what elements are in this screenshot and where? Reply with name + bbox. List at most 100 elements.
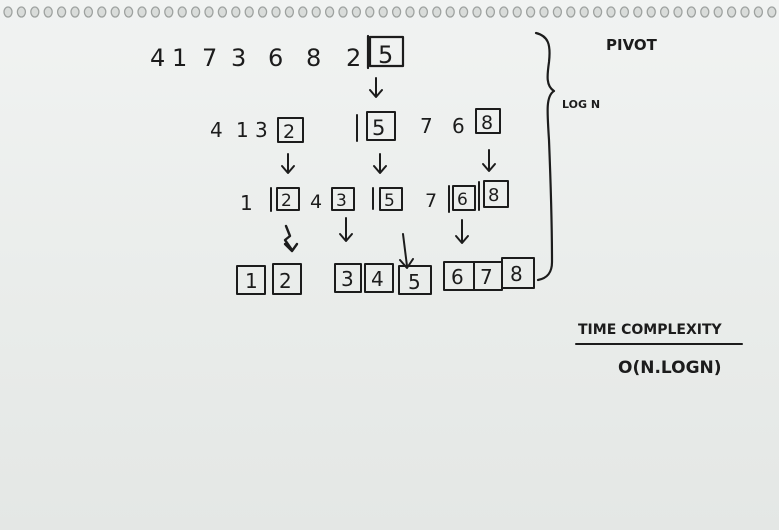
spiral-ring <box>257 6 268 18</box>
spiral-ring <box>217 6 228 18</box>
array-row-2-left: 4 1 3 2 <box>210 117 304 143</box>
arrow-down-icon <box>399 233 414 269</box>
r4-box-2 <box>272 263 302 295</box>
spiral-ring <box>405 6 415 18</box>
r4-box-5 <box>398 265 432 295</box>
r2-pivot-box-left <box>277 117 304 143</box>
r1-digit-1: 4 <box>150 44 165 72</box>
spiral-ring <box>284 6 295 18</box>
r3-digit-2: 2 <box>281 191 292 211</box>
array-row-4: 1 2 3 4 5 6 7 8 <box>236 257 535 295</box>
spiral-ring <box>3 6 13 18</box>
r1-digit-6: 8 <box>306 44 321 72</box>
spiral-ring <box>740 6 750 18</box>
r3-digit-1: 1 <box>240 191 253 215</box>
spiral-ring <box>659 6 670 18</box>
r1-digit-4: 3 <box>231 44 246 72</box>
r3-digit-8: 8 <box>488 185 499 206</box>
r2-box-5 <box>366 111 396 141</box>
spiral-ring <box>365 6 375 18</box>
spiral-ring <box>700 6 710 18</box>
spiral-ring <box>83 6 94 18</box>
spiral-ring <box>512 6 522 18</box>
r4-digit-3: 3 <box>341 267 354 291</box>
spiral-ring <box>110 6 120 18</box>
spiral-ring <box>271 6 281 18</box>
r1-digit-7: 2 <box>346 44 361 72</box>
r1-digit-8: 5 <box>378 41 393 69</box>
spiral-ring <box>338 6 348 18</box>
r4-digit-6: 6 <box>451 265 464 289</box>
array-row-3: 1 2 4 3 5 7 6 8 <box>240 180 509 215</box>
spiral-ring <box>525 6 536 18</box>
spiral-ring <box>137 6 147 18</box>
spiral-ring <box>606 6 616 18</box>
r1-digit-3: 7 <box>202 44 217 72</box>
spiral-ring <box>646 6 656 18</box>
r4-digit-8: 8 <box>510 262 523 286</box>
spiral-ring <box>472 6 482 18</box>
spiral-ring <box>43 6 53 18</box>
spiral-ring <box>686 6 697 18</box>
spiral-ring <box>726 6 737 18</box>
r4-digit-5: 5 <box>408 270 421 294</box>
r2-pivot-box-right <box>475 108 501 134</box>
r4-digit-7: 7 <box>480 265 493 289</box>
spiral-ring <box>30 6 40 18</box>
r3-box-3 <box>331 187 355 211</box>
r3-box-6 <box>452 185 476 211</box>
spiral-ring <box>164 6 174 18</box>
r3-digit-4: 3 <box>336 191 347 211</box>
r4-digit-2: 2 <box>279 269 292 293</box>
spiral-ring <box>458 6 469 18</box>
spiral-ring <box>579 6 589 18</box>
r3-box-5 <box>379 187 403 211</box>
spiral-ring <box>539 6 549 18</box>
arrow-down-icon <box>373 153 387 174</box>
r2-digit-8: 8 <box>481 112 493 134</box>
spiral-ring <box>298 6 308 18</box>
r4-box-3 <box>334 263 362 293</box>
spiral-ring <box>123 6 134 18</box>
r2-digit-4: 2 <box>283 121 295 143</box>
spiral-ring <box>324 6 335 18</box>
r3-digit-5: 5 <box>384 191 395 211</box>
spiral-ring <box>16 6 27 18</box>
r3-box-2 <box>276 187 300 211</box>
spiral-ring <box>190 6 201 18</box>
big-o-label: O(N.LOGN) <box>618 358 722 378</box>
r4-digit-1: 1 <box>245 269 258 293</box>
r3-digit-7: 6 <box>457 190 468 210</box>
spiral-ring <box>566 6 576 18</box>
spiral-ring <box>673 6 683 18</box>
r1-pivot-box <box>368 35 405 68</box>
r2-digit-2: 1 <box>236 118 249 142</box>
spiral-ring <box>378 6 388 18</box>
r3-digit-6: 7 <box>425 190 437 212</box>
spiral-ring <box>391 6 402 18</box>
spiral-ring <box>231 6 241 18</box>
time-complexity-label: TIME COMPLEXITY <box>578 322 723 338</box>
arrow-down-icon <box>482 149 496 172</box>
r4-digit-4: 4 <box>371 267 384 291</box>
array-row-2-right: 5 7 6 8 <box>356 108 501 142</box>
spiral-ring <box>592 6 603 18</box>
r4-box-8 <box>501 257 535 289</box>
r1-digit-5: 6 <box>268 44 283 72</box>
spiral-ring <box>204 6 214 18</box>
spiral-ring <box>767 6 777 18</box>
arrow-down-icon <box>455 219 469 244</box>
spiral-ring <box>619 6 630 18</box>
pivot-label: PIVOT <box>606 36 658 54</box>
spiral-ring <box>244 6 254 18</box>
r4-box-1 <box>236 265 266 295</box>
spiral-ring <box>753 6 764 18</box>
spiral-ring <box>418 6 429 18</box>
arrow-down-icon <box>283 224 299 253</box>
log-n-label: LOG N <box>562 98 600 111</box>
r3-digit-3: 4 <box>310 191 322 213</box>
spiral-ring <box>499 6 509 18</box>
spiral-ring <box>56 6 67 18</box>
r4-box-4 <box>364 263 394 293</box>
r2-digit-7: 6 <box>452 114 465 138</box>
